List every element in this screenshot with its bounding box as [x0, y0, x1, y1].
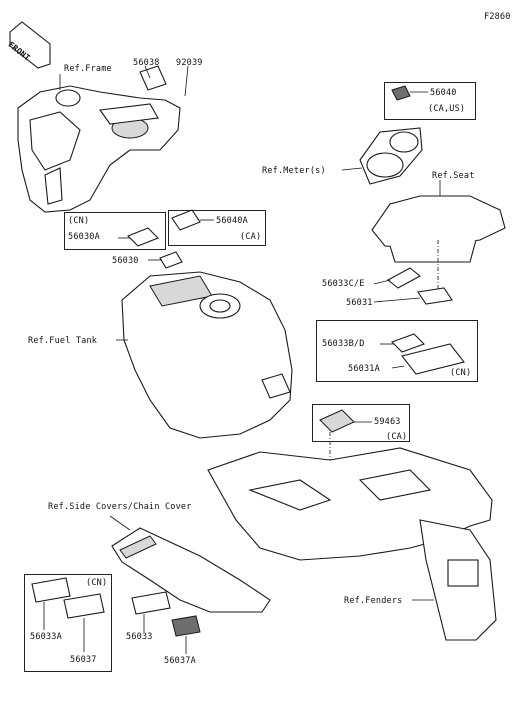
sticker-56037: [63, 593, 105, 619]
box-56040: [384, 82, 476, 120]
leader-56031a: [391, 365, 405, 369]
part-56040-note: (CA,US): [428, 104, 466, 114]
sticker-56030a: [127, 227, 159, 247]
part-56030a-label: 56030A: [68, 232, 100, 242]
part-56038-shape: [139, 65, 167, 91]
sticker-56033bd: [391, 333, 425, 353]
box-cn-56033a: [24, 574, 112, 672]
sticker-56030: [159, 251, 183, 269]
ref-seat-label: Ref.Seat: [432, 171, 475, 181]
leader-92039: [184, 65, 189, 97]
part-59463-note: (CA): [386, 432, 408, 442]
ref-side-covers-label: Ref.Side Covers/Chain Cover: [48, 502, 192, 512]
box-cn-56030a: [64, 212, 166, 250]
fuel-tank-part: [121, 271, 293, 439]
part-92039-label: 92039: [176, 58, 203, 68]
front-arrow-icon: [9, 21, 51, 69]
figure-code: F2860: [484, 12, 511, 22]
ref-frame-label: Ref.Frame: [64, 64, 112, 74]
meter-part: [359, 127, 423, 185]
part-56040a-note: (CA): [240, 232, 262, 242]
part-56040a-label: 56040A: [216, 216, 248, 226]
sticker-56031a: [401, 343, 465, 375]
part-56031a-label: 56031A: [348, 364, 380, 374]
sticker-56037a: [171, 615, 201, 637]
cn-note-3: (CN): [86, 578, 108, 588]
part-56040-label: 56040: [430, 88, 457, 98]
leader-56031: [373, 297, 421, 303]
part-56033-label: 56033: [126, 632, 153, 642]
part-56033ce-label: 56033C/E: [322, 279, 365, 289]
sticker-56033ce: [387, 267, 421, 289]
part-56038-label: 56038: [133, 58, 160, 68]
leader-ref-meter: [341, 167, 363, 171]
sticker-56040a: [171, 209, 201, 231]
chain-cover-part: [111, 527, 271, 613]
part-56033a-label: 56033A: [30, 632, 62, 642]
box-cn-56033bd: [316, 320, 478, 382]
cn-note-2: (CN): [450, 368, 472, 378]
part-56037a-label: 56037A: [164, 656, 196, 666]
part-56033bd-label: 56033B/D: [322, 339, 365, 349]
part-56031-label: 56031: [346, 298, 373, 308]
sticker-56033a: [31, 577, 71, 603]
part-56037-label: 56037: [70, 655, 97, 665]
box-56040a: [168, 210, 266, 246]
seat-part: [371, 195, 506, 263]
cn-note-1: (CN): [68, 216, 90, 226]
leader-56038: [144, 65, 151, 79]
leader-56033ce: [373, 279, 391, 285]
sticker-56031: [417, 287, 453, 305]
part-56030-label: 56030: [112, 256, 139, 266]
sticker-56033: [131, 591, 171, 615]
leader-ref-side-covers: [109, 515, 131, 531]
label-56040-shape: [391, 85, 411, 101]
part-59463-label: 59463: [374, 417, 401, 427]
frame-part: [17, 85, 181, 213]
rear-fender-part: [207, 447, 497, 641]
box-59463: [312, 404, 410, 442]
ref-fuel-tank-label: Ref.Fuel Tank: [28, 336, 98, 346]
ref-fenders-label: Ref.Fenders: [344, 596, 403, 606]
ref-meter-label: Ref.Meter(s): [262, 166, 326, 176]
